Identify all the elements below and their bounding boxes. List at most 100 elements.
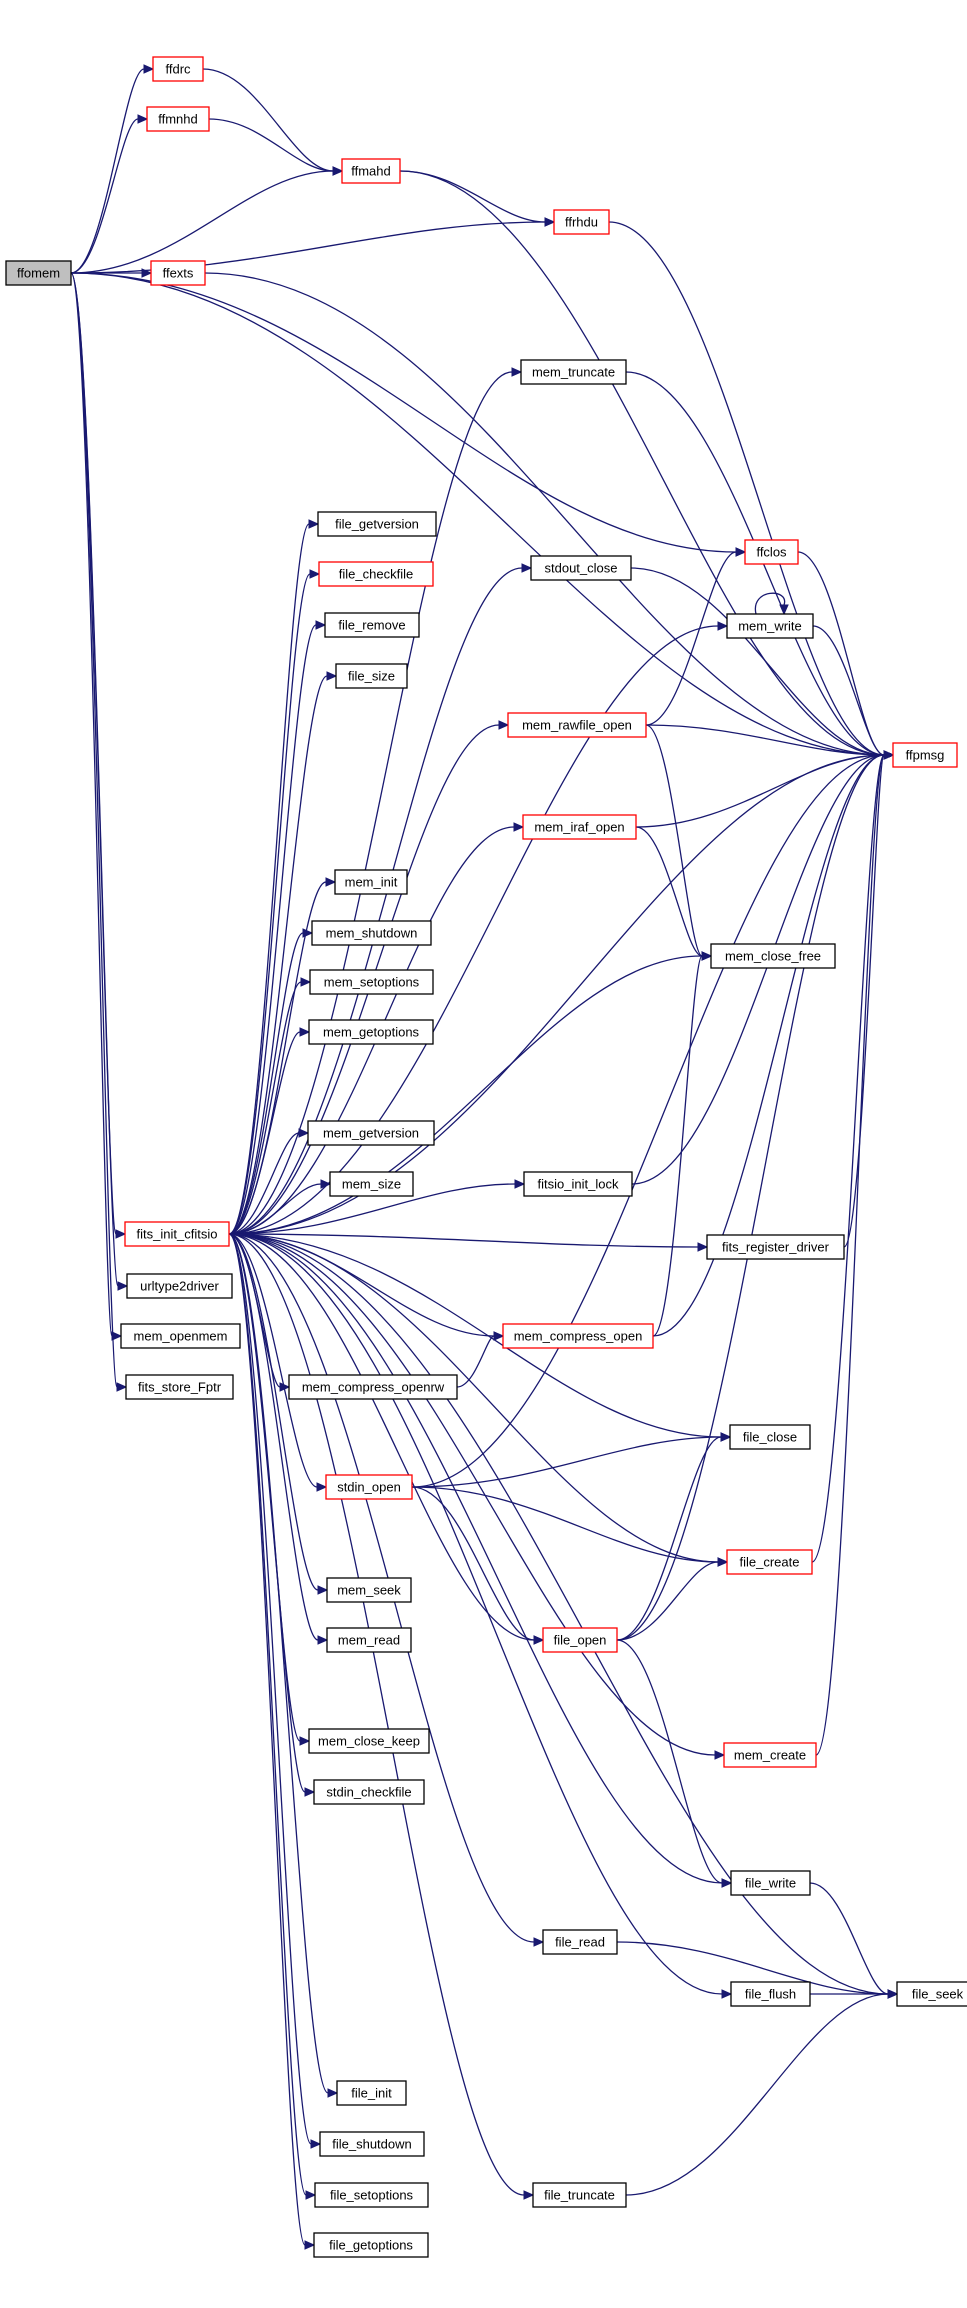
node-fits-init-cfitsio[interactable]: fits_init_cfitsio (124, 1221, 230, 1247)
edge-line (228, 1233, 535, 1641)
node-mem-compress-open[interactable]: mem_compress_open (502, 1323, 654, 1349)
node-fits-store-Fptr[interactable]: fits_store_Fptr (125, 1374, 234, 1400)
edge-fits-init-cfitsio-to-mem-getoptions (228, 1027, 311, 1235)
edge-line (228, 1233, 699, 1248)
node-box (120, 1323, 241, 1349)
node-file-setoptions[interactable]: file_setoptions (314, 2182, 429, 2208)
edge-line (616, 1436, 722, 1641)
node-ffexts[interactable]: ffexts (150, 260, 206, 286)
node-box (308, 1728, 430, 1754)
node-file-size[interactable]: file_size (335, 663, 408, 689)
edge-ffomem-to-urltype2driver (70, 272, 129, 1291)
node-mem-seek[interactable]: mem_seek (326, 1577, 412, 1603)
node-mem-iraf-open[interactable]: mem_iraf_open (522, 814, 637, 840)
node-mem-getversion[interactable]: mem_getversion (307, 1120, 435, 1146)
node-box (542, 1929, 618, 1955)
node-file-seek[interactable]: file_seek (896, 1981, 967, 2007)
edge-fits-register-driver-to-ffpmsg (843, 750, 895, 1248)
node-mem-compress-openrw[interactable]: mem_compress_openrw (288, 1374, 458, 1400)
node-box (335, 663, 408, 689)
node-box (744, 539, 799, 565)
node-file-truncate[interactable]: file_truncate (532, 2182, 627, 2208)
node-label: mem_size (342, 1177, 401, 1192)
node-box (317, 511, 437, 537)
node-label: fitsio_init_lock (538, 1177, 619, 1192)
node-mem-setoptions[interactable]: mem_setoptions (309, 969, 434, 995)
edge-line (228, 1233, 319, 1591)
edge-line (843, 754, 885, 1248)
edge-line (228, 1233, 306, 1793)
node-file-write[interactable]: file_write (730, 1870, 811, 1896)
node-mem-truncate[interactable]: mem_truncate (520, 359, 627, 385)
node-stdin-open[interactable]: stdin_open (325, 1474, 413, 1500)
edge-arrowhead (493, 1331, 505, 1341)
edge-fits-init-cfitsio-to-mem-seek (228, 1233, 329, 1595)
node-mem-create[interactable]: mem_create (723, 1742, 817, 1768)
node-urltype2driver[interactable]: urltype2driver (126, 1273, 233, 1299)
node-label: mem_iraf_open (534, 820, 624, 835)
edge-line (616, 1941, 889, 1995)
edge-mem-iraf-open-to-mem-close-free (635, 826, 713, 961)
edge-line (228, 1233, 723, 1995)
node-mem-close-free[interactable]: mem_close_free (710, 943, 836, 969)
node-file-getversion[interactable]: file_getversion (317, 511, 437, 537)
node-mem-shutdown[interactable]: mem_shutdown (311, 920, 432, 946)
edge-arrowhead (498, 720, 510, 730)
node-label: file_init (351, 2086, 392, 2101)
edge-mem-truncate-to-ffpmsg (625, 371, 895, 760)
node-mem-close-keep[interactable]: mem_close_keep (308, 1728, 430, 1754)
node-file-create[interactable]: file_create (726, 1549, 813, 1575)
node-file-read[interactable]: file_read (542, 1929, 618, 1955)
edge-arrowhead (115, 1229, 127, 1239)
edge-arrowhead (309, 569, 321, 579)
node-mem-read[interactable]: mem_read (326, 1627, 412, 1653)
node-file-init[interactable]: file_init (336, 2080, 407, 2106)
edge-line (208, 118, 334, 172)
node-fitsio-init-lock[interactable]: fitsio_init_lock (523, 1171, 633, 1197)
edge-ffmnhd-to-ffmahd (208, 118, 344, 176)
edge-ffomem-to-mem-openmem (70, 272, 123, 1341)
node-box (706, 1234, 845, 1260)
node-file-checkfile[interactable]: file_checkfile (318, 561, 434, 587)
node-stdout-close[interactable]: stdout_close (530, 555, 632, 581)
edge-fits-init-cfitsio-to-file-truncate (228, 1233, 535, 2200)
node-label: file_read (555, 1935, 605, 1950)
node-ffclos[interactable]: ffclos (744, 539, 799, 565)
edge-line (202, 68, 334, 172)
node-mem-getoptions[interactable]: mem_getoptions (308, 1019, 434, 1045)
edge-line (228, 955, 703, 1235)
node-mem-init[interactable]: mem_init (334, 869, 408, 895)
node-label: file_close (743, 1430, 797, 1445)
node-file-getoptions[interactable]: file_getoptions (313, 2232, 429, 2258)
node-ffmnhd[interactable]: ffmnhd (146, 106, 210, 132)
node-file-shutdown[interactable]: file_shutdown (319, 2131, 425, 2157)
edge-line (70, 68, 145, 274)
node-file-close[interactable]: file_close (729, 1424, 811, 1450)
edge-fits-init-cfitsio-to-mem-truncate (228, 367, 523, 1235)
node-file-open[interactable]: file_open (542, 1627, 618, 1653)
node-ffpmsg[interactable]: ffpmsg (892, 742, 958, 768)
edge-line (228, 1132, 300, 1235)
node-fits-register-driver[interactable]: fits_register_driver (706, 1234, 845, 1260)
edge-arrowhead (317, 1635, 329, 1645)
edge-line (754, 592, 786, 615)
node-ffrhdu[interactable]: ffrhdu (553, 209, 610, 235)
node-box (326, 1577, 412, 1603)
node-ffomem[interactable]: ffomem (5, 260, 72, 286)
node-stdin-checkfile[interactable]: stdin_checkfile (313, 1779, 425, 1805)
node-ffdrc[interactable]: ffdrc (152, 56, 204, 82)
node-label: ffomem (17, 266, 60, 281)
node-mem-openmem[interactable]: mem_openmem (120, 1323, 241, 1349)
node-label: ffpmsg (906, 748, 945, 763)
node-mem-rawfile-open[interactable]: mem_rawfile_open (507, 712, 647, 738)
node-label: mem_close_keep (318, 1734, 420, 1749)
edge-fits-init-cfitsio-to-mem-getversion (228, 1128, 310, 1235)
node-file-remove[interactable]: file_remove (324, 612, 420, 638)
node-box (307, 1120, 435, 1146)
node-file-flush[interactable]: file_flush (730, 1981, 811, 2007)
node-box (325, 1474, 413, 1500)
edge-line (228, 1183, 322, 1235)
node-mem-write[interactable]: mem_write (726, 613, 814, 639)
node-mem-size[interactable]: mem_size (329, 1171, 414, 1197)
node-ffmahd[interactable]: ffmahd (341, 158, 401, 184)
